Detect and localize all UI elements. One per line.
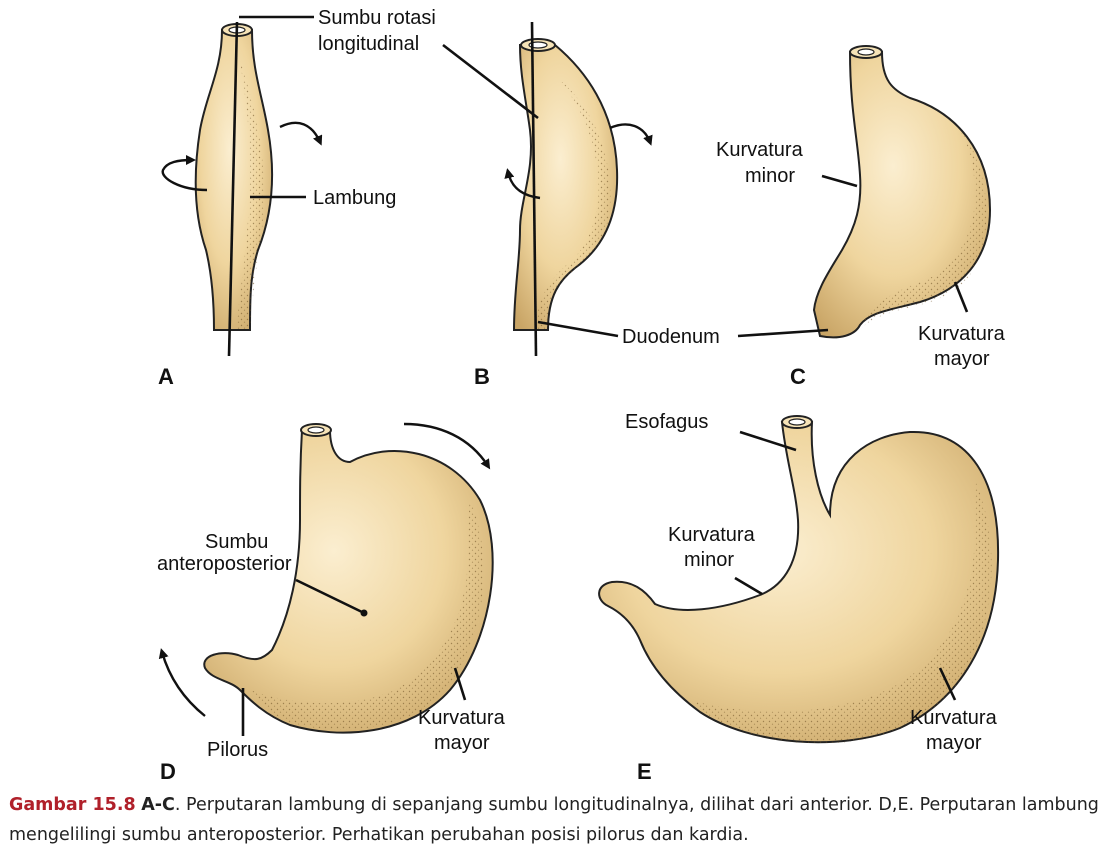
panel-label-a: A <box>158 364 174 389</box>
label-kurvatura-mayor-c-1: Kurvatura <box>918 323 1006 345</box>
label-kurvatura-mayor-e-2: mayor <box>926 732 982 754</box>
label-sumbu-ap-1: Sumbu <box>205 531 268 553</box>
caption-bold-part: A-C <box>141 795 175 815</box>
figure-caption: Gambar 15.8 A-C. Perputaran lambung di s… <box>9 790 1099 850</box>
caption-label: Gambar 15.8 <box>9 795 136 815</box>
longitudinal-axis-b <box>530 21 538 357</box>
caption-text: . Perputaran lambung di sepanjang sumbu … <box>9 795 1099 845</box>
panel-label-b: B <box>474 364 490 389</box>
leader-esofagus <box>739 430 797 452</box>
label-duodenum: Duodenum <box>622 326 720 348</box>
rotation-arrow-d-left <box>158 648 206 717</box>
label-kurvatura-mayor-d-2: mayor <box>434 732 490 754</box>
panel-label-c: C <box>790 364 806 389</box>
leader-sumbu-rotasi-b <box>442 43 539 120</box>
panel-b-stomach <box>512 38 619 331</box>
label-kurvatura-mayor-e-1: Kurvatura <box>910 707 998 729</box>
panel-e-stomach <box>598 415 1000 744</box>
panel-d-stomach <box>203 423 494 734</box>
label-lambung: Lambung <box>313 187 396 209</box>
label-kurvatura-mayor-c-2: mayor <box>934 348 990 370</box>
label-kurvatura-minor-e-1: Kurvatura <box>668 524 756 546</box>
label-pilorus: Pilorus <box>207 739 268 761</box>
leader-kurvatura-mayor-e <box>938 667 957 701</box>
leader-duodenum-c <box>737 328 829 338</box>
label-kurvatura-minor-e-2: minor <box>684 549 734 571</box>
label-sumbu-ap-2: anteroposterior <box>157 553 292 575</box>
rotation-arrow-a-left <box>161 155 208 192</box>
leader-sumbu-ap <box>295 578 363 614</box>
panel-label-e: E <box>637 759 652 784</box>
label-kurvatura-mayor-d-1: Kurvatura <box>418 707 506 729</box>
stomach-rotation-figure: Sumbu rotasi longitudinal Lambung Kurvat… <box>157 7 1006 784</box>
longitudinal-axis-a <box>227 21 239 357</box>
rotation-arrow-b-right <box>609 123 653 146</box>
label-sumbu-rotasi-1: Sumbu rotasi <box>318 7 436 29</box>
panel-c-stomach <box>812 45 992 339</box>
leader-kurvatura-minor-e <box>734 576 763 596</box>
leader-duodenum-b <box>537 320 619 338</box>
rotation-arrow-d-top <box>403 422 491 470</box>
rotation-arrow-a-right <box>279 121 323 146</box>
label-kurvatura-minor-c-2: minor <box>745 165 795 187</box>
label-esofagus: Esofagus <box>625 411 708 433</box>
label-sumbu-rotasi-2: longitudinal <box>318 33 419 55</box>
leader-kurvatura-mayor-d <box>453 667 467 701</box>
rotation-arrow-b-left <box>504 168 541 200</box>
leader-kurvatura-minor-c <box>821 174 858 188</box>
panel-label-d: D <box>160 759 176 784</box>
label-kurvatura-minor-c-1: Kurvatura <box>716 139 804 161</box>
leader-kurvatura-mayor-c <box>953 281 969 313</box>
